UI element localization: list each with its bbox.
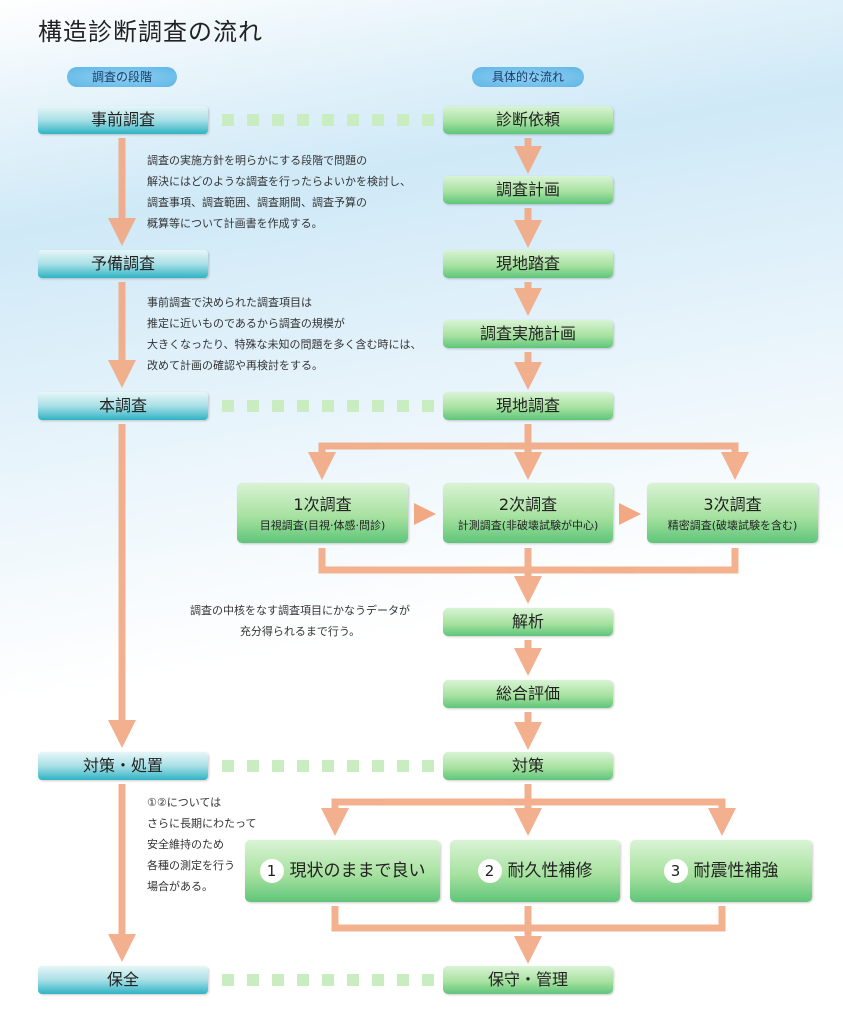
survey-1-sub: 目視調査(目視·体感·問診) xyxy=(259,519,386,532)
note-line: 推定に近いものであるから調査の規模が xyxy=(147,317,345,330)
survey-2-sub: 計測調査(非破壊試験が中心) xyxy=(457,519,599,532)
note-line: 概算等について計画書を作成する。 xyxy=(147,217,323,230)
survey-3: 3次調査精密調査(破壊試験を含む) xyxy=(647,483,818,543)
flow-diagnosis-request: 診断依頼 xyxy=(443,106,613,134)
note-line: 大きくなったり、特殊な未知の問題を多く含む時には、 xyxy=(147,338,422,351)
note-line: 場合がある。 xyxy=(147,880,213,893)
stage-countermeasure: 対策・処置 xyxy=(38,752,208,780)
note-line: 安全維持のため xyxy=(147,838,224,851)
note-line: さらに長期にわたって xyxy=(147,817,257,830)
survey-2-title: 2次調査 xyxy=(498,495,558,514)
note-line: 調査の中核をなす調査項目にかなうデータが xyxy=(190,604,410,617)
flow-maintenance: 保守・管理 xyxy=(443,966,613,994)
note-line: 各種の測定を行う xyxy=(147,859,235,872)
note-line: 充分得られるまで行う。 xyxy=(239,625,361,638)
note-line: 事前調査で決められた調査項目は xyxy=(147,296,312,309)
flow-site-survey: 現地調査 xyxy=(443,392,613,420)
stage-preliminary-survey: 予備調査 xyxy=(38,250,208,278)
note-measure: ①②についてはさらに長期にわたって安全維持のため各種の測定を行う場合がある。 xyxy=(147,792,256,897)
survey-1-title: 1次調査 xyxy=(293,495,352,514)
note-preliminary: 事前調査で決められた調査項目は推定に近いものであるから調査の規模が大きくなったり… xyxy=(147,292,422,376)
flow-site-walk: 現地踏査 xyxy=(443,250,613,278)
page-title: 構造診断調査の流れ xyxy=(38,18,263,46)
measure-3-label: 耐震性補強 xyxy=(693,861,779,881)
measure-2-label: 耐久性補修 xyxy=(507,861,593,881)
survey-3-sub: 精密調査(破壊試験を含む) xyxy=(667,519,798,532)
flow-overall-evaluation: 総合評価 xyxy=(443,680,613,708)
measure-1-number: 1 xyxy=(259,859,284,883)
flow-header: 具体的な流れ xyxy=(472,67,584,87)
note-line: 調査の実施方針を明らかにする段階で問題の xyxy=(147,154,368,167)
flow-implementation-plan: 調査実施計画 xyxy=(443,320,613,348)
flow-countermeasure: 対策 xyxy=(443,752,613,780)
note-line: 改めて計画の確認や再検討をする。 xyxy=(147,359,323,372)
measure-3-number: 3 xyxy=(663,859,688,883)
stage-maintenance: 保全 xyxy=(38,966,208,994)
note-line: ①②については xyxy=(147,796,222,809)
measure-2-number: 2 xyxy=(477,859,502,883)
flow-analysis: 解析 xyxy=(443,608,613,636)
survey-1: 1次調査目視調査(目視·体感·問診) xyxy=(237,483,408,543)
survey-2: 2次調査計測調査(非破壊試験が中心) xyxy=(443,483,613,543)
note-line: 解決にはどのような調査を行ったらよいかを検討し、 xyxy=(147,175,411,188)
stage-main-survey: 本調査 xyxy=(38,392,208,420)
survey-3-title: 3次調査 xyxy=(703,495,762,514)
note-line: 調査事項、調査範囲、調査期間、調査予算の xyxy=(147,196,367,209)
note-main-survey: 調査の中核をなす調査項目にかなうデータが充分得られるまで行う。 xyxy=(190,600,410,642)
stage-pre-survey: 事前調査 xyxy=(38,106,208,134)
note-pre-survey: 調査の実施方針を明らかにする段階で問題の解決にはどのような調査を行ったらよいかを… xyxy=(147,150,411,234)
flow-survey-plan: 調査計画 xyxy=(443,176,613,204)
stages-header: 調査の段階 xyxy=(67,67,177,87)
measure-1-label: 現状のままで良い xyxy=(289,861,426,881)
